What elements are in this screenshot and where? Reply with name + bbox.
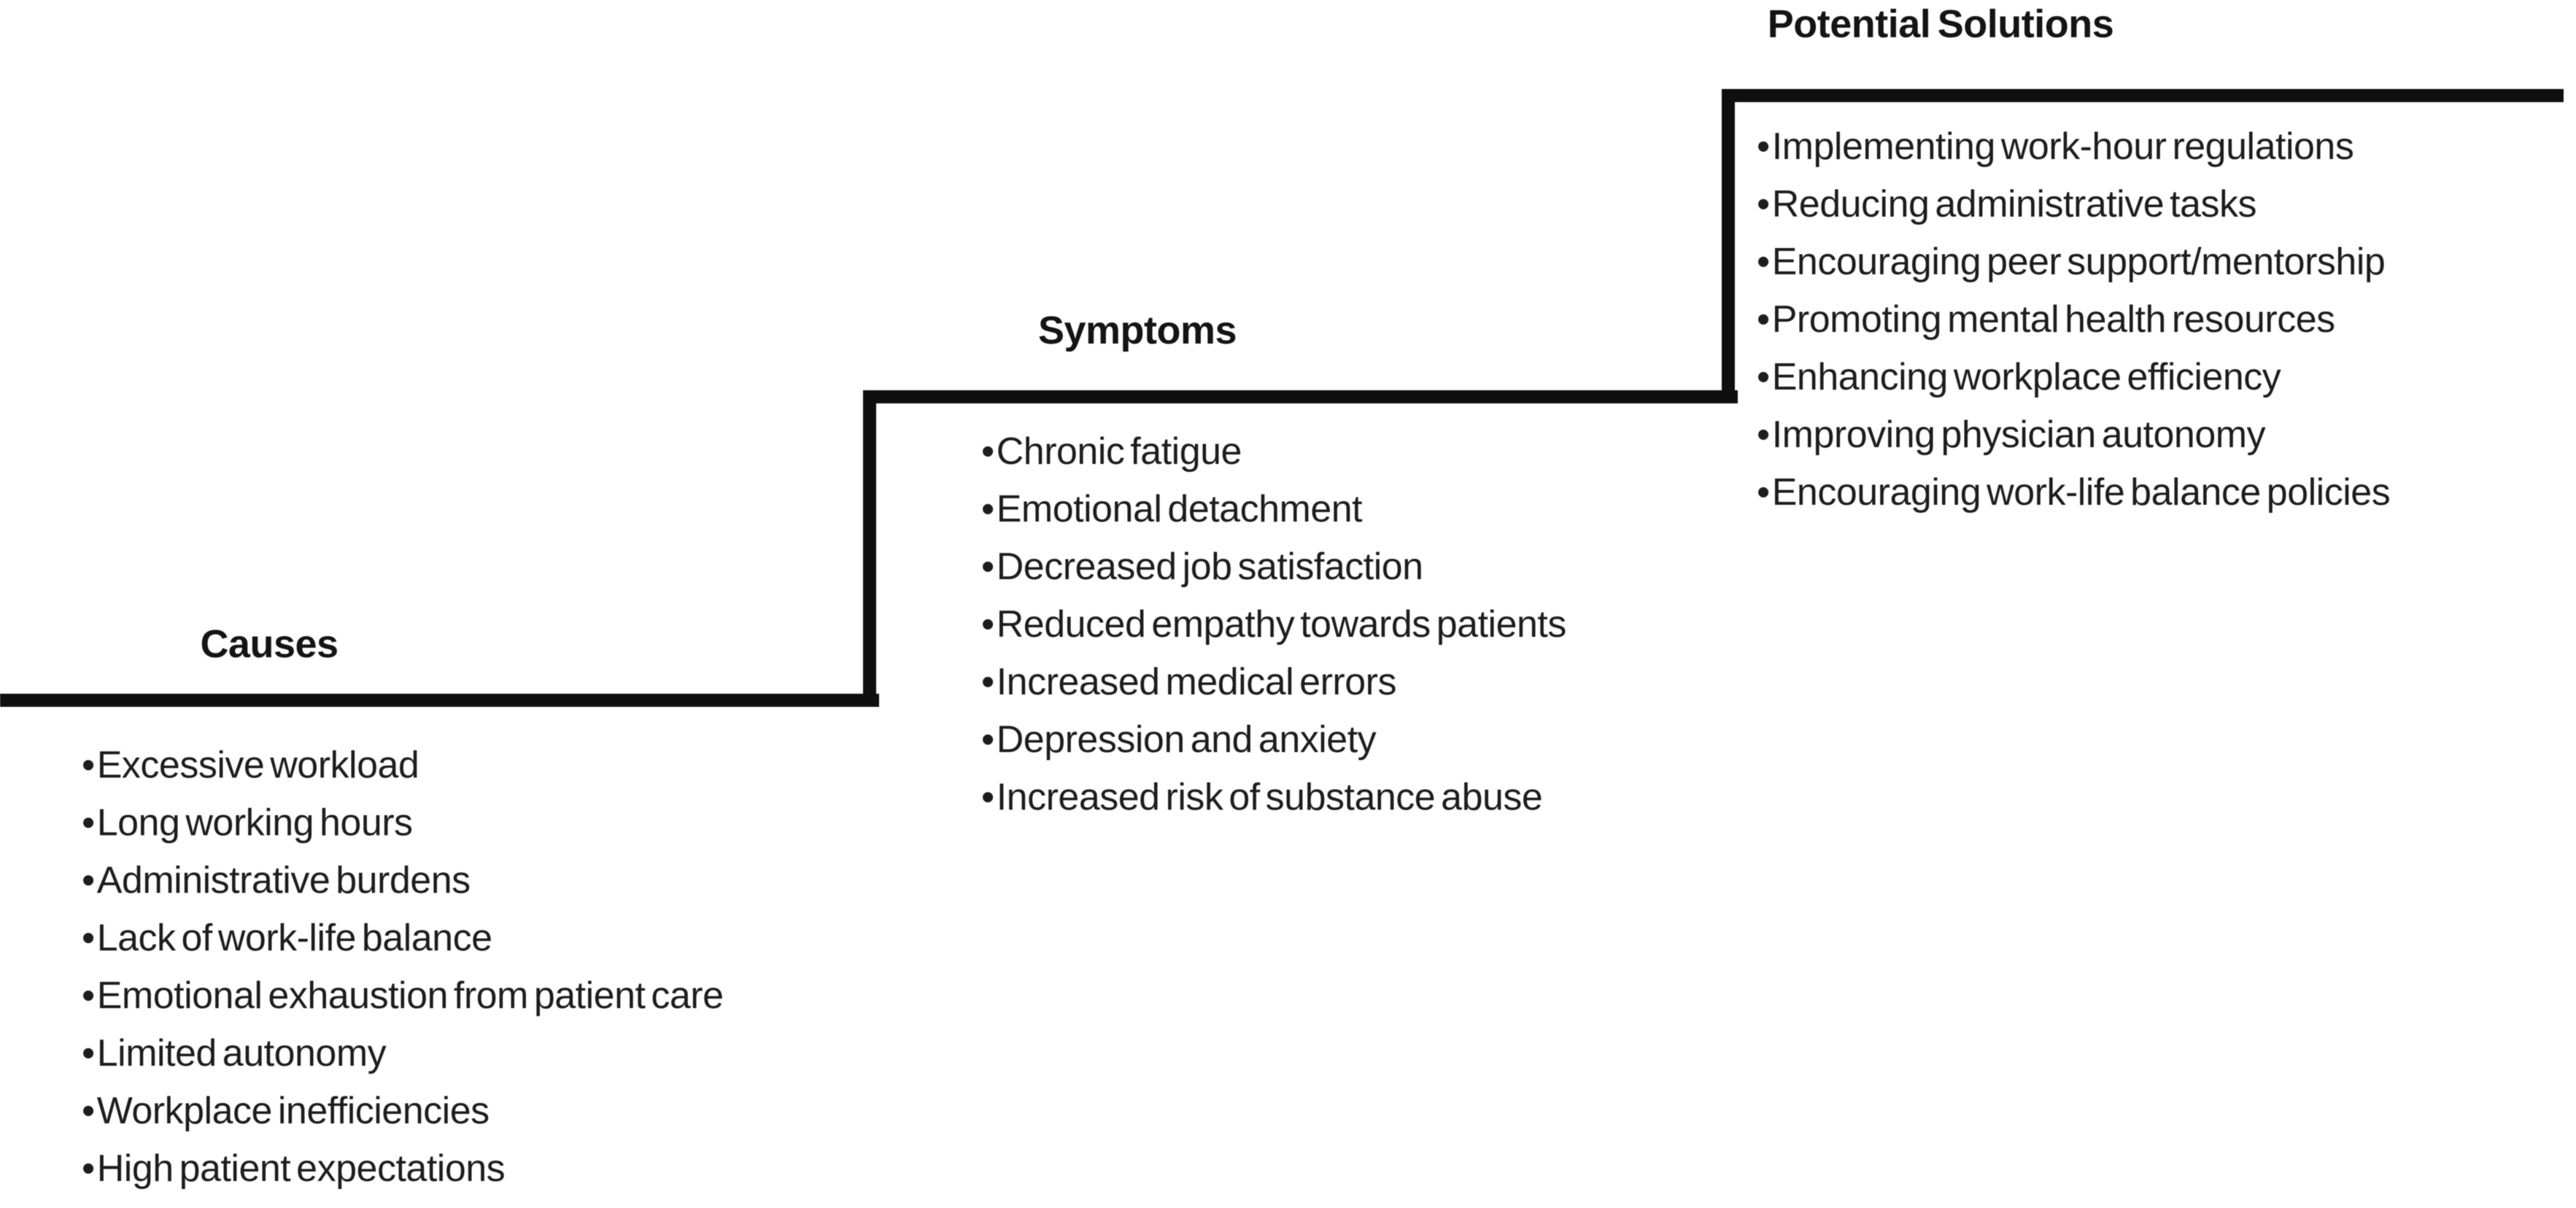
bullet-icon: • bbox=[1757, 298, 1770, 341]
list-item-text: Limited autonomy bbox=[96, 1032, 387, 1075]
list-item: •Lack of work-life balance bbox=[82, 910, 724, 967]
causes-heading: Causes bbox=[200, 622, 339, 666]
potential-solutions-list: •Implementing work-hour regulations •Red… bbox=[1757, 118, 2391, 522]
list-item-text: Excessive workload bbox=[96, 744, 419, 786]
list-item-text: Promoting mental health resources bbox=[1771, 298, 2335, 341]
bullet-icon: • bbox=[82, 1090, 95, 1132]
bullet-icon: • bbox=[82, 1147, 95, 1190]
list-item-text: Encouraging work-life balance policies bbox=[1771, 471, 2391, 514]
list-item: •Increased risk of substance abuse bbox=[981, 769, 1566, 826]
list-item-text: Depression and anxiety bbox=[996, 719, 1377, 761]
list-item: •Excessive workload bbox=[82, 737, 724, 794]
list-item-text: Reducing administrative tasks bbox=[1771, 183, 2257, 225]
symptoms-heading: Symptoms bbox=[1037, 309, 1237, 352]
list-item: •Reducing administrative tasks bbox=[1757, 176, 2390, 233]
list-item: •Improving physician autonomy bbox=[1757, 406, 2390, 464]
bullet-icon: • bbox=[981, 776, 994, 818]
bullet-icon: • bbox=[82, 917, 95, 959]
list-item: •Emotional detachment bbox=[981, 481, 1566, 538]
list-item: •Long working hours bbox=[82, 794, 724, 852]
list-item-text: Chronic fatigue bbox=[996, 430, 1242, 473]
list-item-text: Decreased job satisfaction bbox=[996, 546, 1423, 588]
list-item: •Reduced empathy towards patients bbox=[981, 596, 1566, 654]
causes-to-symptoms-riser-line bbox=[863, 390, 876, 707]
bullet-icon: • bbox=[1757, 356, 1770, 398]
bullet-icon: • bbox=[981, 719, 994, 761]
list-item-text: Workplace inefficiencies bbox=[96, 1090, 490, 1132]
list-item: •Limited autonomy bbox=[82, 1025, 724, 1083]
list-item: •Workplace inefficiencies bbox=[82, 1083, 724, 1140]
list-item-text: Emotional exhaustion from patient care bbox=[96, 975, 724, 1017]
bullet-icon: • bbox=[1757, 241, 1770, 283]
list-item: •High patient expectations bbox=[82, 1140, 724, 1198]
list-item: •Depression and anxiety bbox=[981, 711, 1566, 769]
bullet-icon: • bbox=[1757, 414, 1770, 456]
list-item-text: High patient expectations bbox=[96, 1147, 506, 1190]
causes-list: •Excessive workload •Long working hours … bbox=[82, 737, 724, 1198]
list-item: •Promoting mental health resources bbox=[1757, 291, 2390, 349]
causes-step-line bbox=[0, 694, 879, 707]
bullet-icon: • bbox=[1757, 125, 1770, 168]
potential-solutions-heading: Potential Solutions bbox=[1767, 2, 2114, 46]
bullet-icon: • bbox=[981, 661, 994, 703]
list-item-text: Implementing work-hour regulations bbox=[1771, 125, 2354, 168]
list-item: •Decreased job satisfaction bbox=[981, 538, 1566, 596]
symptoms-to-solutions-riser-line bbox=[1722, 89, 1735, 403]
list-item-text: Reduced empathy towards patients bbox=[996, 603, 1567, 646]
list-item-text: Emotional detachment bbox=[996, 488, 1363, 530]
list-item-text: Increased risk of substance abuse bbox=[996, 776, 1543, 818]
list-item-text: Encouraging peer support/mentorship bbox=[1771, 241, 2386, 283]
list-item-text: Administrative burdens bbox=[96, 859, 471, 902]
list-item: •Encouraging work-life balance policies bbox=[1757, 464, 2391, 522]
bullet-icon: • bbox=[981, 546, 994, 588]
list-item: •Enhancing workplace efficiency bbox=[1757, 349, 2390, 406]
bullet-icon: • bbox=[1757, 183, 1770, 225]
bullet-icon: • bbox=[981, 603, 994, 646]
list-item: •Implementing work-hour regulations bbox=[1757, 118, 2390, 176]
bullet-icon: • bbox=[981, 488, 994, 530]
list-item-text: Increased medical errors bbox=[996, 661, 1397, 703]
list-item: •Increased medical errors bbox=[981, 654, 1566, 711]
bullet-icon: • bbox=[82, 1032, 95, 1075]
bullet-icon: • bbox=[82, 802, 95, 844]
symptoms-step-line bbox=[863, 390, 1738, 403]
list-item-text: Enhancing workplace efficiency bbox=[1771, 356, 2281, 398]
list-item: •Encouraging peer support/mentorship bbox=[1757, 233, 2390, 291]
list-item-text: Lack of work-life balance bbox=[96, 917, 492, 959]
list-item-text: Long working hours bbox=[96, 802, 413, 844]
bullet-icon: • bbox=[82, 744, 95, 786]
solutions-step-line bbox=[1722, 89, 2564, 102]
list-item-text: Improving physician autonomy bbox=[1771, 414, 2266, 456]
bullet-icon: • bbox=[82, 975, 95, 1017]
list-item: •Chronic fatigue bbox=[981, 423, 1566, 481]
symptoms-list: •Chronic fatigue •Emotional detachment •… bbox=[981, 423, 1566, 826]
bullet-icon: • bbox=[1757, 471, 1770, 514]
list-item: •Administrative burdens bbox=[82, 852, 724, 910]
bullet-icon: • bbox=[82, 859, 95, 902]
bullet-icon: • bbox=[981, 430, 994, 473]
list-item: •Emotional exhaustion from patient care bbox=[82, 967, 724, 1025]
